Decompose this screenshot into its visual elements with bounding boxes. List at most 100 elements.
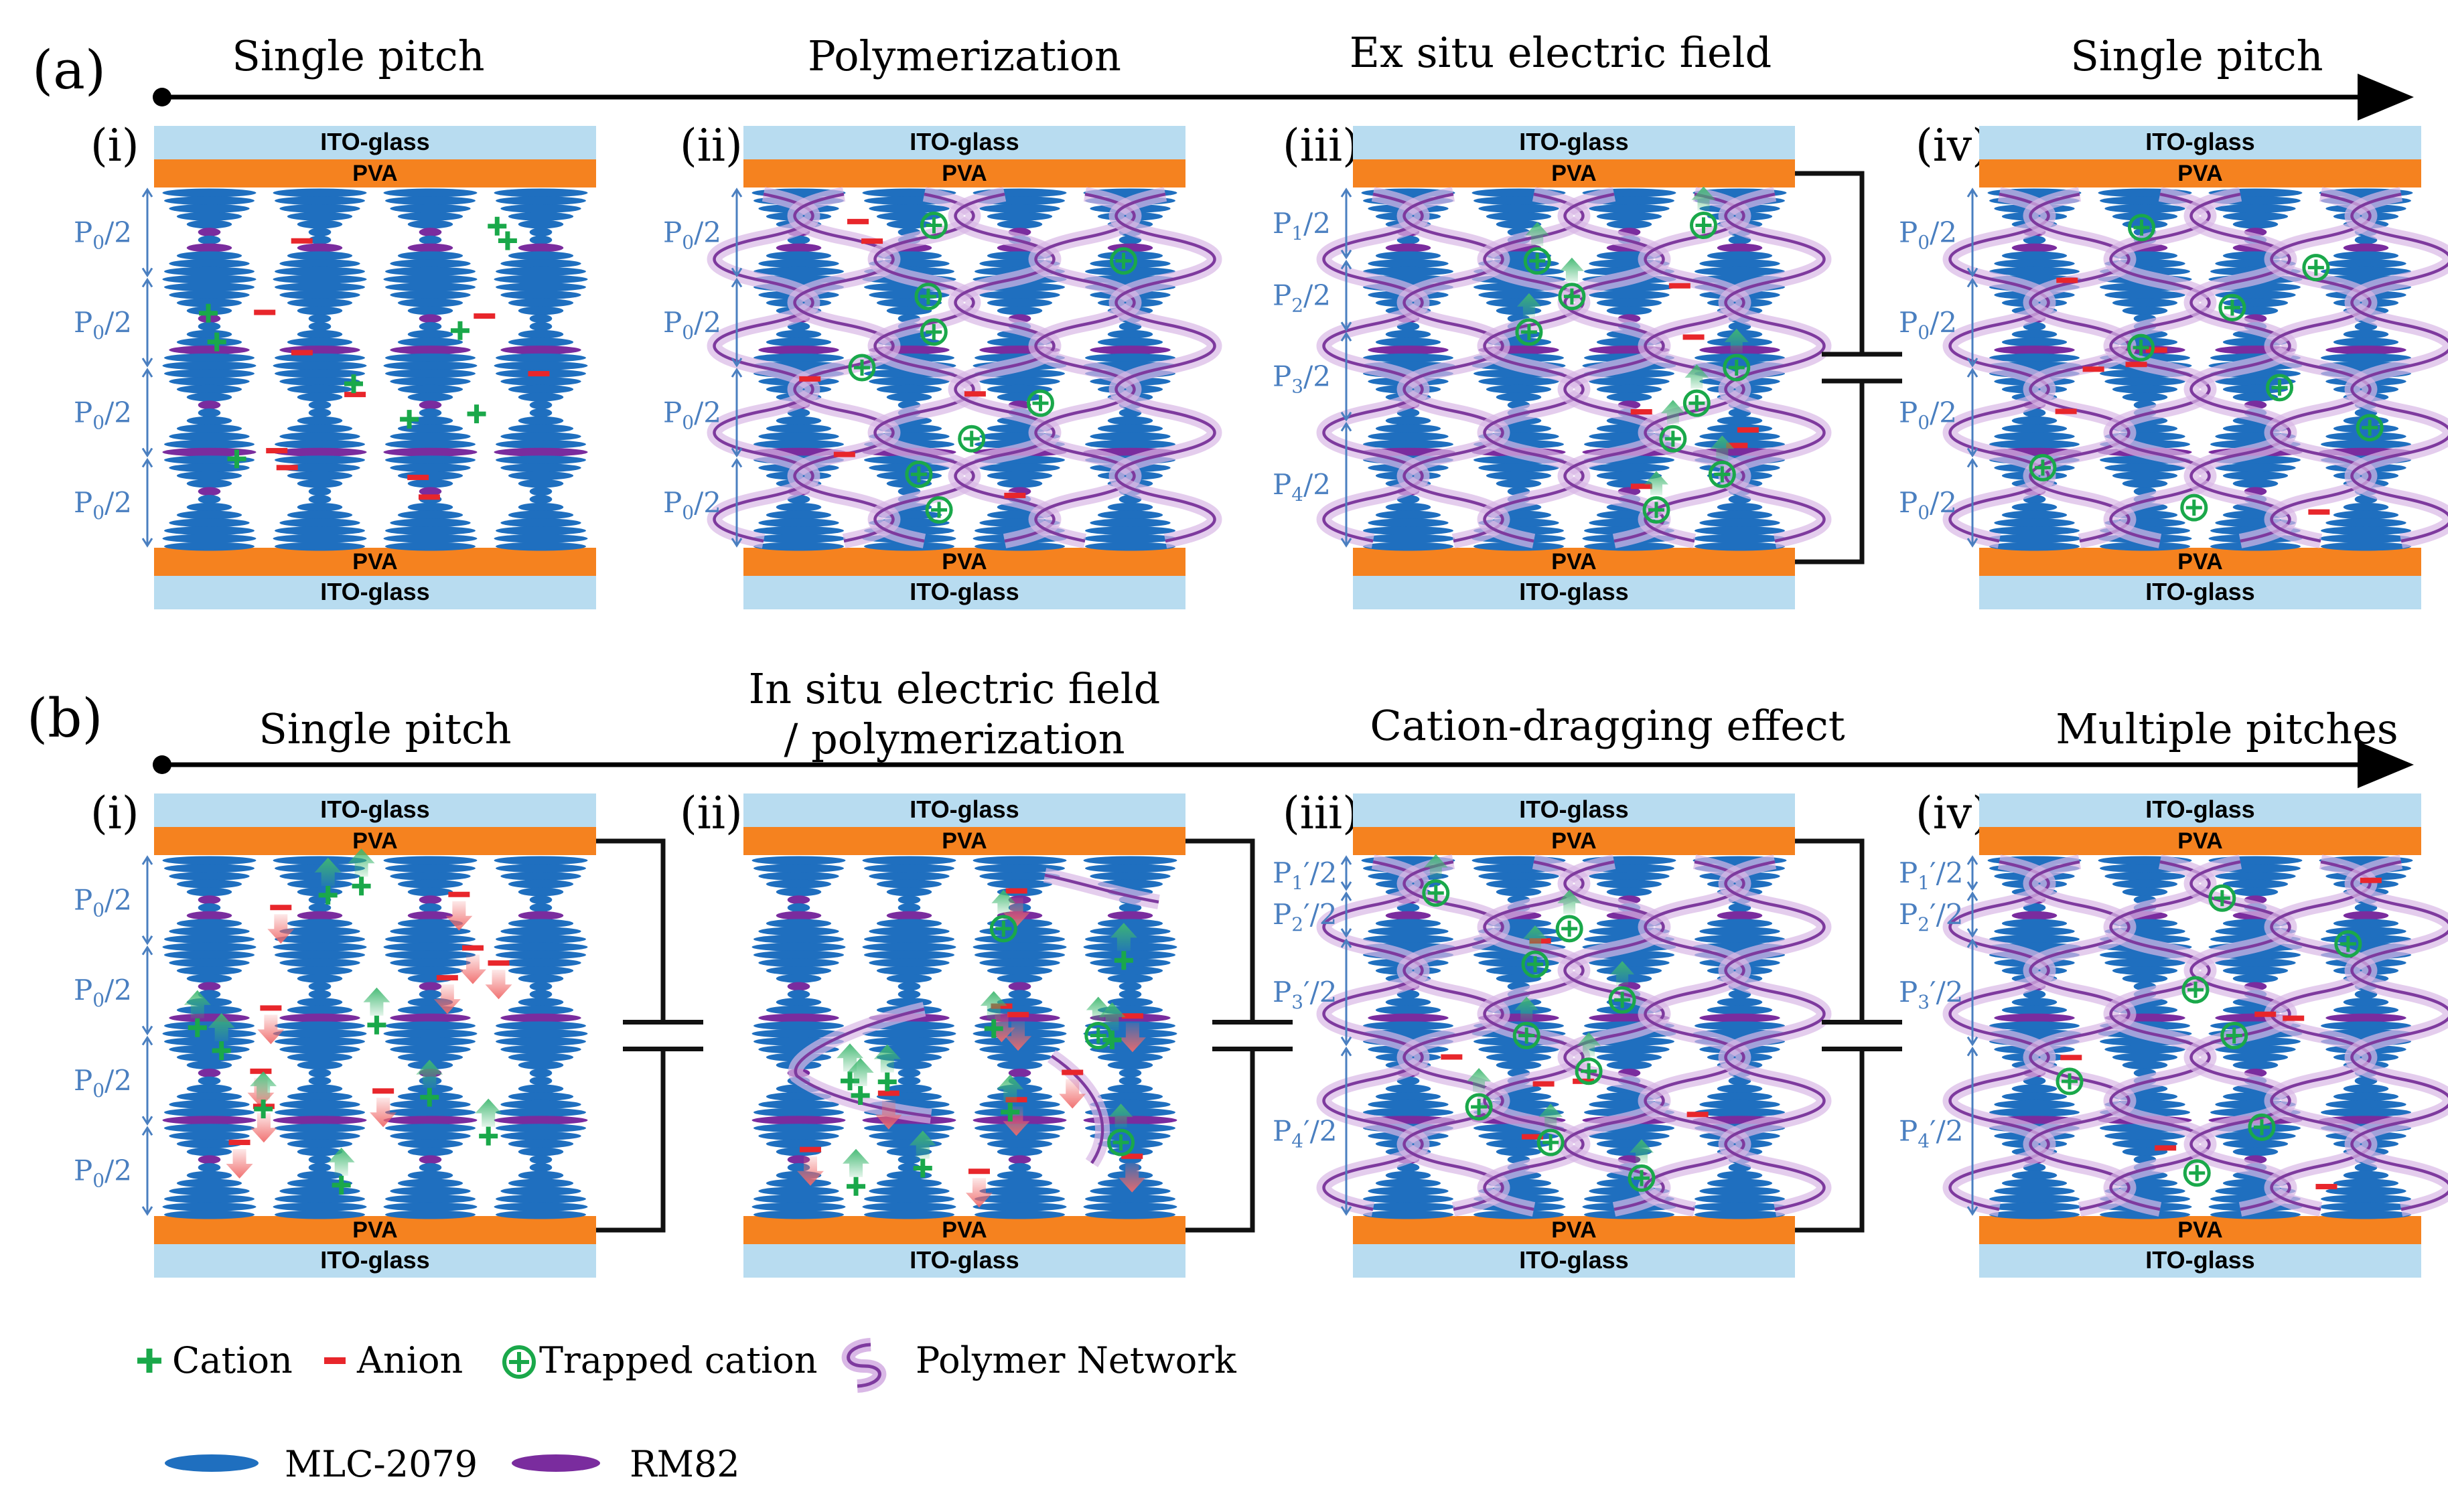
mlc-molecule [518,974,564,983]
mlc-molecule [177,385,242,394]
mlc-molecule [1607,1061,1652,1069]
rm82-molecule [1699,1014,1780,1023]
mlc-molecule [508,212,573,221]
mlc-molecule [508,1053,573,1061]
legend-cation-label: Cation [172,1339,293,1381]
mlc-molecule [309,1163,332,1172]
mlc-molecule [500,204,581,213]
mlc-molecule [887,888,932,897]
mlc-molecule [385,1211,476,1219]
mlc-molecule [979,377,1060,386]
mlc-molecule [398,1053,463,1061]
mlc-molecule [776,330,822,339]
mlc-molecule [2104,1045,2185,1054]
rm82-molecule [776,244,822,252]
mlc-molecule [1085,1211,1175,1219]
trapped-cation [2185,1161,2209,1185]
rm82-molecule-icon [512,1454,600,1472]
mlc-molecule [508,1140,573,1148]
rm82-molecule [1994,1014,2074,1023]
mlc-molecule [494,534,588,543]
rm82-molecule [776,911,822,920]
mlc-molecule [979,291,1060,299]
mlc-molecule [973,943,1067,952]
mlc-molecule [390,204,470,213]
mlc-molecule [494,1029,588,1038]
mlc-molecule [419,322,442,331]
mlc-molecule [1717,1171,1763,1180]
mlc-molecule [1368,1187,1448,1195]
mlc-molecule [752,943,846,952]
mlc-molecule [384,856,478,865]
mlc-molecule [1695,1211,1785,1219]
mlc-molecule [2321,526,2411,535]
mlc-molecule [776,974,822,983]
mlc-molecule [1363,526,1453,535]
rm82-molecule [758,346,839,354]
mlc-molecule [898,990,921,998]
mlc-molecule [164,369,255,378]
mlc-molecule [273,275,367,284]
cell-panel-a-4: (iv)ITO-glassPVAPVAITO-glassP0/2P0/2P0/2… [1899,120,2448,609]
mlc-molecule [398,966,463,975]
mlc-molecule [1607,974,1652,983]
anion [266,448,287,453]
mlc-molecule [494,275,588,284]
anion [1737,427,1759,433]
mlc-molecule [979,204,1060,213]
rm82-molecule [384,1116,478,1124]
mlc-molecule [496,542,586,551]
mlc-molecule [1597,1140,1662,1148]
mlc-molecule [1376,251,1441,260]
pitch-label: P0/2 [1899,396,1957,433]
mlc-molecule [390,291,470,299]
mlc-molecule [530,322,553,331]
anion [1122,1013,1143,1018]
mlc-molecule [309,228,332,236]
mlc-molecule [384,362,478,370]
mlc-molecule [1693,534,1787,543]
mlc-molecule [500,377,581,386]
mlc-molecule [273,1029,367,1038]
top-pva-label: PVA [942,828,987,854]
mlc-molecule [275,1108,365,1117]
mlc-molecule [2223,212,2288,221]
mlc-molecule [2333,919,2398,928]
mlc-molecule [275,455,365,464]
mlc-molecule [887,220,932,228]
rm82-molecule [1090,346,1170,354]
anion [2155,1145,2176,1150]
anion [462,946,484,951]
anion [250,1069,271,1074]
mlc-molecule [530,495,553,504]
mlc-molecule [169,204,249,213]
mlc-molecule [385,369,476,378]
mlc-molecule [198,236,221,244]
mlc-molecule [869,927,949,935]
mlc-molecule [758,518,839,527]
mlc-molecule [390,259,470,268]
anion [2126,362,2147,367]
mlc-molecule [869,1187,949,1195]
anion [448,892,470,897]
anion [1004,493,1025,498]
anion [2083,366,2104,372]
mlc-molecule [187,974,232,983]
mlc-molecule [530,1077,553,1085]
bottom-pva-label: PVA [942,549,987,575]
mlc-molecule [1693,1203,1787,1211]
rm82-molecule [273,1116,367,1124]
rm82-molecule [390,1014,470,1023]
trapped-cation [2182,496,2206,520]
mlc-molecule [766,511,831,520]
mlc-molecule [275,1195,365,1203]
mlc-molecule [987,1053,1052,1061]
top-pva-label: PVA [1551,161,1596,186]
mlc-molecule [2223,1053,2288,1061]
mlc-molecule [2112,299,2177,307]
mlc-molecule [997,1061,1043,1069]
mlc-molecule [275,951,365,960]
mlc-molecule [1090,872,1170,881]
mlc-molecule [164,1021,255,1030]
mlc-molecule [2122,307,2168,315]
